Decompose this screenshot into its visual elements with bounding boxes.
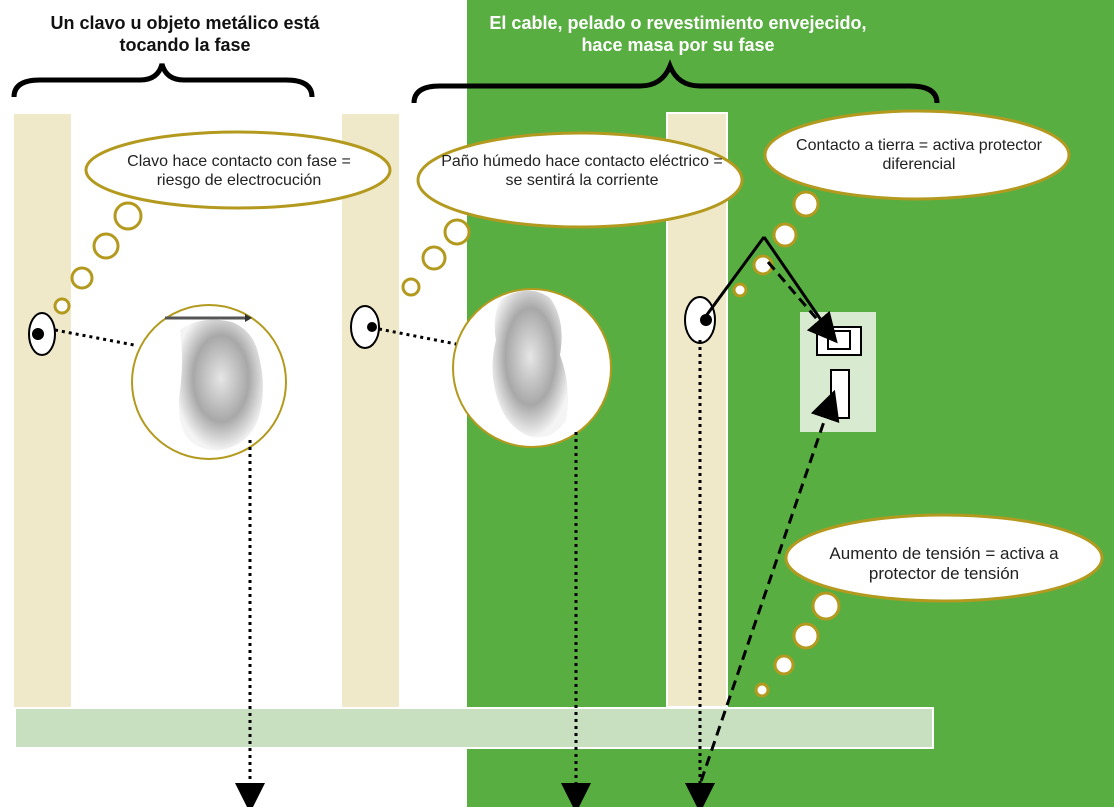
arrow-dashed-protector (766, 261, 838, 344)
bubble-nail (84, 130, 392, 210)
arrow-dashed-voltage (694, 389, 840, 797)
bubble-cloth-text: Paño húmedo hace contacto eléctrico = se… (441, 153, 723, 189)
socket-2 (350, 305, 380, 349)
wall-strip-1 (14, 114, 71, 708)
bubble-ground-text: Contacto a tierra = activa protector dif… (796, 137, 1042, 173)
heading-left: Un clavo u objeto metálico está tocando … (50, 13, 320, 55)
wall-strip-2 (342, 114, 399, 708)
hand-cloth-image (492, 290, 568, 438)
voltage-switch (830, 369, 850, 419)
floor-bar (14, 707, 934, 749)
heading-right: El cable, pelado o revestimiento envejec… (489, 13, 867, 55)
bubble-voltage (784, 513, 1104, 603)
brace-right (411, 59, 940, 104)
brace-left (11, 63, 315, 98)
bubble-voltage-text: Aumento de tensión = activa a protector … (829, 544, 1059, 583)
bubble-cloth (416, 131, 744, 229)
bubble-nail-text: Clavo hace contacto con fase = riesgo de… (127, 153, 351, 189)
bubble-ground (763, 109, 1071, 201)
hand-nail-image (165, 314, 263, 451)
